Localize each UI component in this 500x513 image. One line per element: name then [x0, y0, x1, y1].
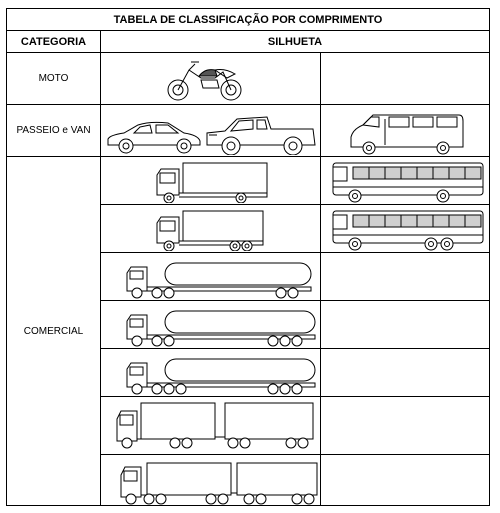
silhouette-cell-comercial-6 [101, 397, 321, 455]
box-truck-2-axle-icon [156, 162, 268, 203]
silhouette-cell-comercial-2 [101, 205, 321, 253]
header-silhouette: SILHUETA [101, 31, 489, 53]
silhouette-cell-right-empty-3 [321, 349, 489, 397]
table-title: TABELA DE CLASSIFICAÇÃO POR COMPRIMENTO [7, 9, 489, 31]
motorcycle-icon [167, 61, 242, 101]
category-moto: MOTO [7, 53, 101, 105]
box-truck-3-axle-icon [156, 210, 264, 251]
header-category: CATEGORIA [7, 31, 101, 53]
silhouette-cell-comercial-7 [101, 455, 321, 506]
silhouette-cell-comercial-4 [101, 301, 321, 349]
silhouette-cell-moto [101, 53, 321, 105]
silhouette-cell-comercial-1 [101, 157, 321, 205]
classification-table: TABELA DE CLASSIFICAÇÃO POR COMPRIMENTO … [6, 8, 490, 506]
silhouette-cell-passeio [101, 105, 321, 157]
truck-trailer-combo-icon [116, 402, 314, 449]
tanker-semi-trailer-7-axle-icon [126, 358, 316, 395]
pickup-truck-icon [206, 116, 316, 155]
silhouette-cell-van [321, 105, 489, 157]
silhouette-cell-bus-1 [321, 157, 489, 205]
silhouette-cell-right-empty-5 [321, 455, 489, 506]
bus-3-axle-icon [332, 210, 484, 251]
silhouette-cell-comercial-3 [101, 253, 321, 301]
category-passeio-van: PASSEIO e VAN [7, 105, 101, 157]
silhouette-cell-comercial-5 [101, 349, 321, 397]
truck-double-trailer-combo-icon [120, 462, 318, 505]
tanker-semi-trailer-5-axle-icon [126, 262, 312, 299]
silhouette-cell-right-empty-2 [321, 301, 489, 349]
category-comercial: COMERCIAL [7, 157, 101, 506]
sedan-car-icon [107, 121, 201, 154]
silhouette-cell-bus-2 [321, 205, 489, 253]
silhouette-cell-right-empty-1 [321, 253, 489, 301]
tanker-semi-trailer-6-axle-icon [126, 310, 316, 347]
silhouette-cell-right-empty-4 [321, 397, 489, 455]
silhouette-cell-moto-right [321, 53, 489, 105]
bus-2-axle-icon [332, 162, 484, 203]
van-icon [350, 114, 464, 155]
